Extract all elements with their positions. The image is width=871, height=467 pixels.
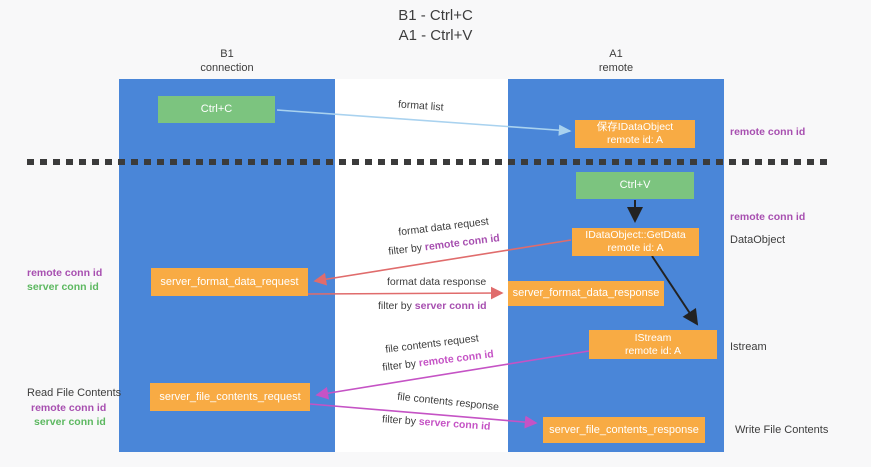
node-server-format-data-response-label: server_format_data_response xyxy=(512,287,660,299)
label-filter-by-server-conn-id-1: filter by server conn id xyxy=(378,300,487,312)
lifeline-a1-name: A1 xyxy=(609,48,623,60)
node-server-file-contents-response-label: server_file_contents_response xyxy=(549,423,699,436)
node-ctrl-v: Ctrl+V xyxy=(576,172,694,199)
label-server-conn-id-bottom-left: server conn id xyxy=(34,416,106,428)
label-dataobject: DataObject xyxy=(730,234,786,246)
lifeline-a1-role: remote xyxy=(598,62,634,74)
node-server-file-contents-response: server_file_contents_response xyxy=(543,417,705,443)
node-ctrl-c: Ctrl+C xyxy=(158,96,275,123)
label-format-data-response: format data response xyxy=(387,276,487,288)
label-server-conn-id-top-left: server conn id xyxy=(27,281,99,293)
label-remote-conn-id-bottom-left: remote conn id xyxy=(31,402,107,414)
label-server-conn-id-value: server conn id xyxy=(414,300,487,312)
node-save-idataobject-line2: remote id: A xyxy=(606,134,664,146)
diagram-title-line1: B1 - Ctrl+C xyxy=(398,7,473,24)
node-idataobject-getdata: IDataObject::GetData remote id: A xyxy=(572,228,699,256)
node-server-format-data-request-label: server_format_data_request xyxy=(160,275,299,288)
lifeline-b1-name: B1 xyxy=(220,48,234,60)
lifeline-b1-role: connection xyxy=(200,62,254,74)
node-istream-line2: remote id: A xyxy=(624,344,682,357)
node-server-format-data-response: server_format_data_response xyxy=(508,281,664,306)
diagram-title: B1 - Ctrl+C A1 - Ctrl+V xyxy=(0,6,871,46)
label-write-file-contents: Write File Contents xyxy=(735,424,829,436)
lifeline-header-a1: A1 remote xyxy=(508,47,724,75)
label-read-file-contents: Read File Contents xyxy=(27,387,122,399)
node-ctrl-c-label: Ctrl+C xyxy=(200,103,233,115)
label-filter-by-text: filter by xyxy=(381,413,420,428)
node-ctrl-v-label: Ctrl+V xyxy=(619,179,651,191)
node-server-format-data-request: server_format_data_request xyxy=(151,268,308,296)
node-save-idataobject-line1: 保存IDataObject xyxy=(596,121,674,133)
node-server-file-contents-request-label: server_file_contents_request xyxy=(159,390,301,403)
diagram-title-line2: A1 - Ctrl+V xyxy=(398,27,473,44)
label-istream: Istream xyxy=(730,341,767,353)
node-server-file-contents-request: server_file_contents_request xyxy=(150,383,310,411)
node-istream-line1: IStream xyxy=(634,331,672,344)
label-remote-conn-id-top-left: remote conn id xyxy=(27,267,103,279)
node-istream: IStream remote id: A xyxy=(589,330,717,359)
node-save-idataobject: 保存IDataObject remote id: A xyxy=(575,120,695,148)
lifeline-header-b1: B1 connection xyxy=(119,47,335,75)
label-remote-conn-id-mid-right: remote conn id xyxy=(730,211,806,223)
label-remote-conn-id-top-right: remote conn id xyxy=(730,126,806,138)
node-getdata-line1: IDataObject::GetData xyxy=(585,229,686,241)
divider-dashed-line xyxy=(27,159,833,165)
node-getdata-line2: remote id: A xyxy=(607,242,664,254)
label-filter-by-text: filter by xyxy=(378,300,415,312)
